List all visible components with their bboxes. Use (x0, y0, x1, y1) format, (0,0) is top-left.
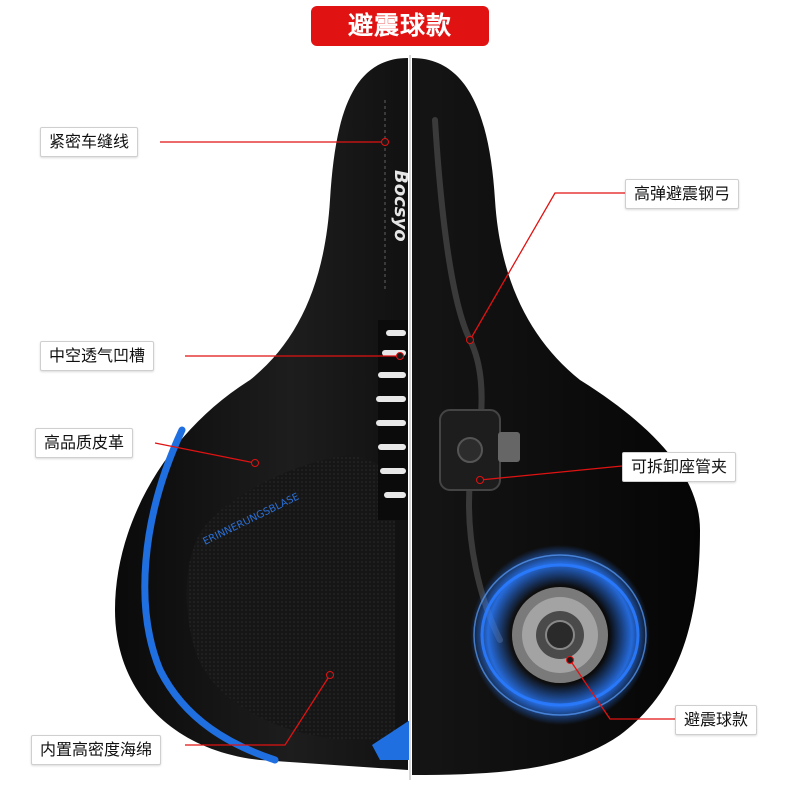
callout-vent-groove: 中空透气凹槽 (40, 341, 155, 371)
accent-stripe (141, 426, 279, 764)
callout-shock-ball: 避震球款 (675, 705, 758, 735)
callout-clamp: 可拆卸座管夹 (622, 452, 737, 482)
seat-post-clamp (439, 409, 520, 491)
callout-steel-rail: 高弹避震钢弓 (625, 179, 740, 209)
shock-ball (470, 545, 650, 725)
callout-stitching: 紧密车缝线 (40, 127, 139, 157)
page-title: 避震球款 (311, 6, 489, 46)
callout-sponge: 内置高密度海绵 (31, 735, 162, 765)
callout-leaders (154, 141, 675, 746)
saddle-brand-text: Bocsyo (390, 170, 411, 242)
callout-leather: 高品质皮革 (35, 428, 134, 458)
saddle-padded-area (186, 455, 395, 740)
vent-grooves (376, 320, 408, 520)
callout-dot-markers (251, 138, 574, 679)
